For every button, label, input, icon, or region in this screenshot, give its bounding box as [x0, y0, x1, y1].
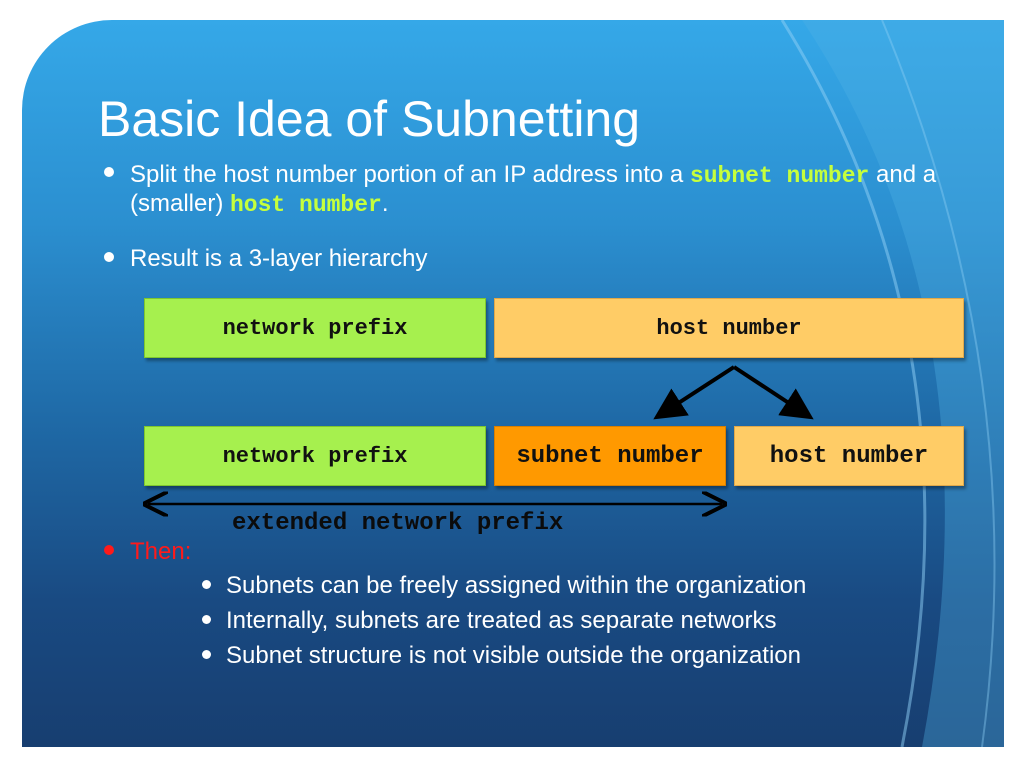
bullet-1-text-b: and a (smaller)	[130, 161, 937, 217]
bullet-1-subnet-number: subnet number	[689, 163, 870, 189]
sub-bullet-3: Subnet structure is not visible outside …	[226, 642, 802, 669]
row1-host-number-box: host number	[494, 298, 964, 358]
extended-network-prefix-label: extended network prefix	[232, 510, 564, 537]
bullet-1-host-number: host number	[230, 192, 382, 218]
bullet-1-text-a: Split the host number portion of an IP a…	[130, 161, 690, 188]
slide-title: Basic Idea of Subnetting	[98, 91, 641, 147]
bullet-dot-1	[104, 167, 114, 177]
row2-host-number-box: host number	[734, 426, 964, 486]
sub-bullet-1: Subnets can be freely assigned within th…	[226, 572, 807, 599]
bullet-1-text-c: .	[381, 190, 389, 217]
slide-background-swoosh	[780, 20, 1004, 747]
slide: Basic Idea of Subnetting Split the host …	[22, 20, 1004, 747]
bullet-dot-2	[104, 252, 114, 262]
sub-bullet-dot-1	[202, 580, 211, 589]
row1-network-prefix-box: network prefix	[144, 298, 486, 358]
row2-network-prefix-box: network prefix	[144, 426, 486, 486]
sub-bullet-dot-2	[202, 615, 211, 624]
bullet-1: Split the host number portion of an IP a…	[130, 161, 950, 219]
sub-bullet-2: Internally, subnets are treated as separ…	[226, 607, 777, 634]
sub-bullet-dot-3	[202, 650, 211, 659]
split-arrows	[22, 365, 814, 747]
bullet-2: Result is a 3-layer hierarchy	[130, 245, 428, 272]
then-label: Then:	[130, 538, 192, 565]
bullet-dot-then	[104, 545, 114, 555]
row2-subnet-number-box: subnet number	[494, 426, 726, 486]
